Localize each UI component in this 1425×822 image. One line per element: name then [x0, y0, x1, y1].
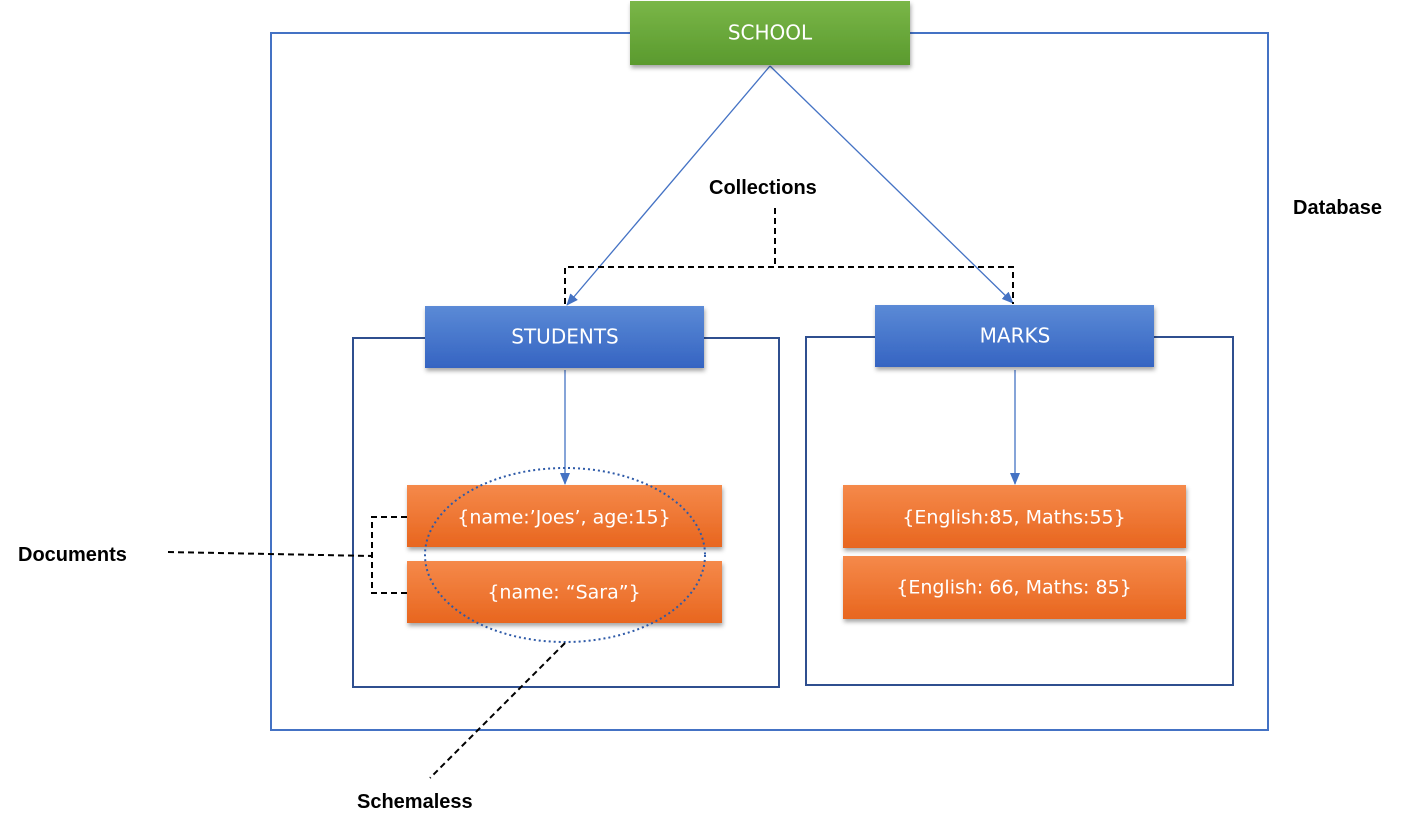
marks-node-label: MARKS	[980, 324, 1051, 348]
school-to-students-arrow	[566, 65, 771, 306]
collections-label: Collections	[709, 177, 817, 199]
schemaless-dashed-connector	[429, 642, 566, 779]
database-frame	[270, 32, 1269, 731]
marks-document-2: {English: 66, Maths: 85}	[843, 556, 1186, 619]
database-label: Database	[1293, 197, 1382, 219]
students-document-1: {name:’Joes’, age:15}	[407, 485, 722, 547]
marks-document-2-text: {English: 66, Maths: 85}	[896, 577, 1132, 599]
school-to-marks-arrow	[769, 65, 1014, 304]
collections-dashed-connector	[564, 208, 1014, 304]
marks-document-1-text: {English:85, Maths:55}	[902, 507, 1125, 529]
documents-label: Documents	[18, 544, 127, 566]
students-document-2: {name: “Sara”}	[407, 561, 722, 623]
schemaless-ellipse	[424, 467, 706, 643]
marks-collection-node: MARKS	[875, 305, 1154, 367]
marks-document-1: {English:85, Maths:55}	[843, 485, 1186, 548]
students-document-2-text: {name: “Sara”}	[487, 582, 640, 604]
students-node-label: STUDENTS	[511, 325, 618, 349]
school-database-node: SCHOOL	[630, 1, 910, 65]
students-collection-node: STUDENTS	[425, 306, 704, 368]
schemaless-label: Schemaless	[357, 791, 473, 813]
documents-dashed-connector	[167, 516, 407, 594]
school-node-label: SCHOOL	[728, 21, 813, 45]
students-document-1-text: {name:’Joes’, age:15}	[457, 507, 670, 529]
